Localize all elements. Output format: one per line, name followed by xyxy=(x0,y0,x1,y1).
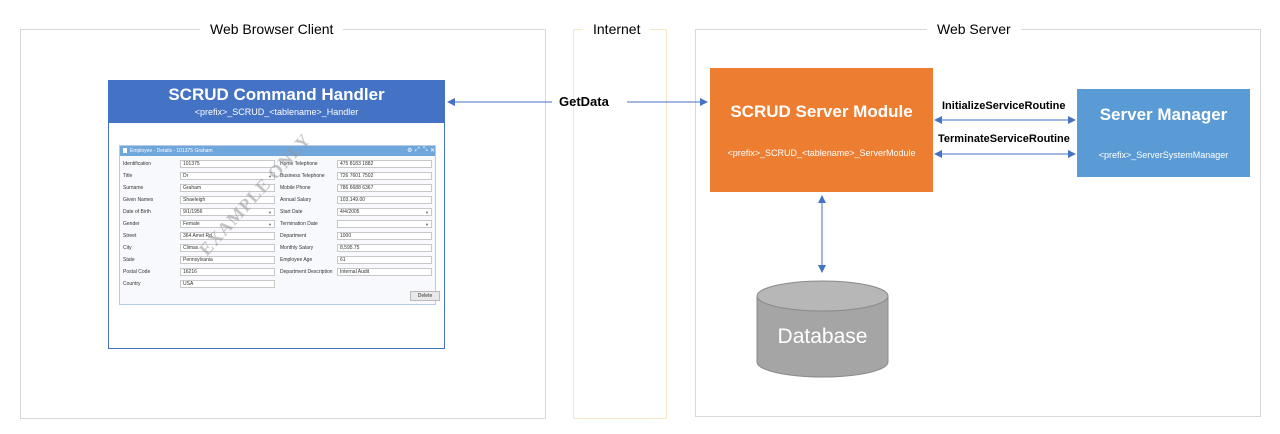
field-value: Female xyxy=(183,221,200,227)
gear-icon[interactable]: ⚙ xyxy=(407,148,413,154)
field-input[interactable]: Graham xyxy=(180,184,275,192)
field-label: Department xyxy=(280,233,307,239)
field-input[interactable]: 1000 xyxy=(337,232,432,240)
command-handler: SCRUD Command Handler <prefix>_SCRUD_<ta… xyxy=(108,80,445,349)
database-cylinder xyxy=(756,280,889,378)
field-label: Postal Code xyxy=(123,269,151,275)
field-label: Department Description xyxy=(280,269,333,275)
field-label: Gender xyxy=(123,221,140,227)
field-label: Given Names xyxy=(123,197,154,203)
server-manager-subtitle: <prefix>_ServerSystemManager xyxy=(1098,150,1229,160)
field-input[interactable]: USA xyxy=(180,280,275,288)
field-value: Graham xyxy=(183,185,202,191)
server-manager: Server Manager <prefix>_ServerSystemMana… xyxy=(1077,89,1250,177)
field-value: Climax xyxy=(183,245,199,251)
terminate-label: TerminateServiceRoutine xyxy=(938,133,1070,145)
field-label: Termination Date xyxy=(280,221,318,227)
form-titlebar: Employee - Details - 101375 Graham ⚙ ⤢ ⤡… xyxy=(120,146,435,156)
field-input[interactable]: 4/4/2005 ▼ xyxy=(337,208,432,216)
field-input[interactable]: 364 Amet Rd. xyxy=(180,232,275,240)
client-section-title: Web Browser Client xyxy=(200,21,344,37)
field-input[interactable]: 9/1/1956 ▼ xyxy=(180,208,275,216)
field-label: Mobile Phone xyxy=(280,185,311,191)
field-value: 101375 xyxy=(183,161,200,167)
field-value: Internal Audit xyxy=(340,269,370,275)
field-input[interactable]: 726 7601 7502 xyxy=(337,172,432,180)
field-label: Home Telephone xyxy=(280,161,318,167)
field-label: Start Date xyxy=(280,209,303,215)
initialize-label: InitializeServiceRoutine xyxy=(942,100,1066,112)
field-input[interactable]: 786 6688 6367 xyxy=(337,184,432,192)
field-value: Dr xyxy=(183,173,189,179)
field-input[interactable]: Dr ▼ xyxy=(180,172,275,180)
field-input[interactable]: Internal Audit xyxy=(337,268,432,276)
field-input[interactable]: 16216 xyxy=(180,268,275,276)
field-value: 4/4/2005 xyxy=(340,209,360,215)
chevron-down-icon[interactable]: ▼ xyxy=(268,210,272,215)
field-label: Title xyxy=(123,173,133,179)
internet-section-title: Internet xyxy=(583,21,651,37)
server-manager-title: Server Manager xyxy=(1099,105,1228,124)
field-value: 61 xyxy=(340,257,346,263)
getdata-label: GetData xyxy=(559,94,609,109)
field-value: 726 7601 7502 xyxy=(340,173,374,179)
field-label: State xyxy=(123,257,135,263)
field-label: Street xyxy=(123,233,137,239)
expand-icon[interactable]: ⤢ xyxy=(415,147,420,153)
field-value: 786 6688 6367 xyxy=(340,185,374,191)
server-module-title: SCRUD Server Module xyxy=(730,102,913,121)
field-input[interactable]: Climax xyxy=(180,244,275,252)
field-value: 16216 xyxy=(183,269,197,275)
field-input[interactable]: 103,149.00 xyxy=(337,196,432,204)
field-value: 1000 xyxy=(340,233,352,239)
command-handler-subtitle: <prefix>_SCRUD_<tablename>_Handler xyxy=(194,107,359,117)
field-input[interactable]: Shaeleigh xyxy=(180,196,275,204)
field-value: 8,595.75 xyxy=(340,245,360,251)
command-handler-title: SCRUD Command Handler xyxy=(168,85,385,104)
field-input[interactable]: 101375 xyxy=(180,160,275,168)
field-value: Shaeleigh xyxy=(183,197,206,203)
field-input[interactable]: 61 xyxy=(337,256,432,264)
server-module: SCRUD Server Module <prefix>_SCRUD_<tabl… xyxy=(710,68,933,192)
chevron-down-icon[interactable]: ▼ xyxy=(268,174,272,179)
field-value: Pennsylvania xyxy=(183,257,213,263)
chevron-down-icon[interactable]: ▼ xyxy=(268,222,272,227)
close-icon[interactable]: ✕ xyxy=(430,148,436,154)
field-value: 103,149.00 xyxy=(340,197,366,203)
command-handler-header: SCRUD Command Handler <prefix>_SCRUD_<ta… xyxy=(109,81,444,123)
server-module-subtitle: <prefix>_SCRUD_<tablename>_ServerModule xyxy=(727,148,916,158)
field-value: 364 Amet Rd. xyxy=(183,233,214,239)
employee-form-window: Employee - Details - 101375 Graham ⚙ ⤢ ⤡… xyxy=(119,129,440,305)
field-label: Country xyxy=(123,281,141,287)
field-input[interactable]: 475 8183 1882 xyxy=(337,160,432,168)
field-value: USA xyxy=(183,281,194,287)
field-input[interactable]: Pennsylvania xyxy=(180,256,275,264)
chevron-down-icon[interactable]: ▼ xyxy=(425,210,429,215)
chevron-down-icon[interactable]: ▼ xyxy=(425,222,429,227)
field-label: Employee Age xyxy=(280,257,313,263)
field-label: Surname xyxy=(123,185,144,191)
document-icon xyxy=(123,148,127,153)
delete-button[interactable]: Delete xyxy=(410,291,440,301)
field-label: Identification xyxy=(123,161,152,167)
form-title: Employee - Details - 101375 Graham xyxy=(130,148,213,154)
field-input[interactable]: Female ▼ xyxy=(180,220,275,228)
field-label: Date of Birth xyxy=(123,209,151,215)
field-label: Annual Salary xyxy=(280,197,312,203)
collapse-icon[interactable]: ⤡ xyxy=(423,147,428,153)
field-input[interactable]: ▼ xyxy=(337,220,432,228)
server-section-title: Web Server xyxy=(927,21,1021,37)
field-input[interactable]: 8,595.75 xyxy=(337,244,432,252)
field-value: 475 8183 1882 xyxy=(340,161,374,167)
field-label: Monthly Salary xyxy=(280,245,314,251)
field-label: Business Telephone xyxy=(280,173,325,179)
field-value: 9/1/1956 xyxy=(183,209,203,215)
field-label: City xyxy=(123,245,132,251)
database-label: Database xyxy=(777,325,868,348)
